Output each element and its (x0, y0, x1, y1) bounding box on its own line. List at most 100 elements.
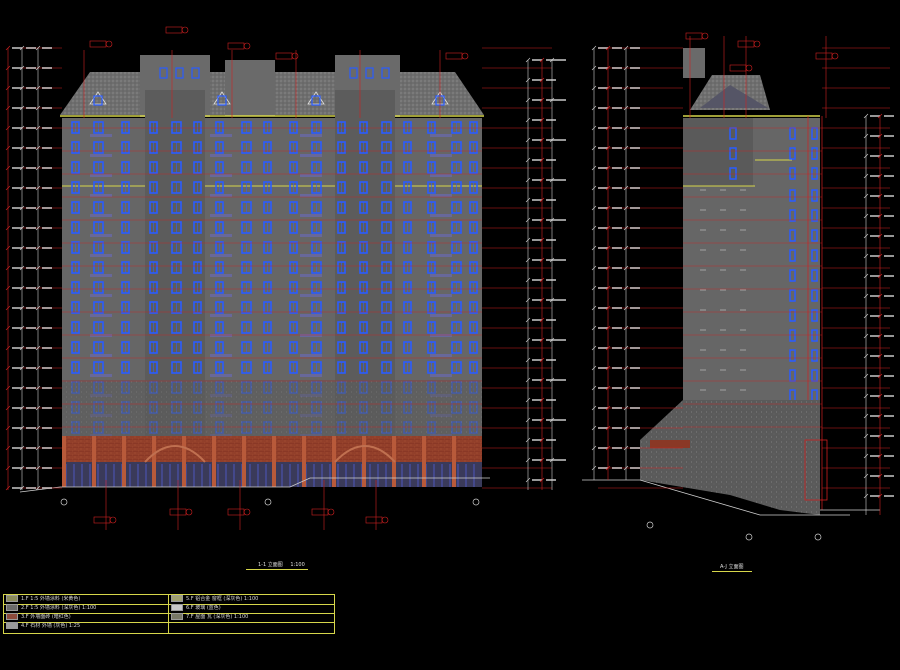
side-roof-tower (683, 48, 705, 78)
dimension-tick (35, 145, 41, 151)
dimension-text-stub (612, 107, 622, 109)
dimension-text-stub (26, 147, 36, 149)
dimension-tick (19, 445, 25, 451)
dimension-text-stub (42, 447, 52, 449)
dimension-text-stub (870, 495, 880, 497)
dimension-text-stub (612, 47, 622, 49)
dimension-tick (525, 137, 531, 143)
balcony-rail (300, 174, 322, 177)
dimension-tick (525, 417, 531, 423)
dimension-tick (591, 405, 597, 411)
dimension-text-stub (26, 187, 36, 189)
dimension-tick (5, 85, 11, 91)
dimension-text-stub (630, 247, 640, 249)
dimension-tick (591, 265, 597, 271)
dimension-tick (623, 165, 629, 171)
axis-bubble-side-3 (814, 533, 822, 541)
dimension-text-stub (12, 127, 22, 129)
side-window (811, 329, 818, 342)
dimension-tick (623, 345, 629, 351)
balcony-rail (210, 134, 232, 137)
balcony-rail (210, 354, 232, 357)
dimension-text-stub (598, 427, 608, 429)
dimension-tick (539, 277, 545, 283)
dimension-text-stub (532, 59, 542, 61)
dimension-tick (877, 273, 883, 279)
callout-bubble (381, 516, 389, 524)
dimension-text-stub (12, 87, 22, 89)
dimension-tick (5, 185, 11, 191)
dimension-text-stub (556, 99, 566, 101)
dimension-text-stub (630, 207, 640, 209)
dimension-tick (5, 465, 11, 471)
podium-pier (212, 436, 216, 487)
dimension-text-stub (532, 459, 542, 461)
dimension-tick (35, 465, 41, 471)
balcony-rail (430, 274, 452, 277)
dimension-text-stub (630, 467, 640, 469)
dimension-text-stub (630, 387, 640, 389)
tower-window (365, 67, 374, 79)
side-roof-gable (700, 85, 768, 108)
dimension-tick (863, 133, 869, 139)
balcony-rail (300, 274, 322, 277)
front-elevation (5, 26, 566, 530)
dimension-tick (5, 105, 11, 111)
dimension-tick (623, 205, 629, 211)
dimension-tick (539, 337, 545, 343)
balcony-rail (300, 214, 322, 217)
dimension-text-stub (556, 219, 566, 221)
dimension-text-stub (884, 295, 894, 297)
callout-bubble (105, 40, 113, 48)
dimension-tick (591, 465, 597, 471)
dimension-tick (605, 205, 611, 211)
balcony-rail (90, 314, 112, 317)
dimension-tick (605, 185, 611, 191)
dimension-text-stub (884, 455, 894, 457)
dimension-text-stub (26, 407, 36, 409)
dimension-text-stub (546, 59, 556, 61)
side-elevation (582, 32, 894, 541)
dimension-text-stub (870, 195, 880, 197)
dimension-tick (35, 225, 41, 231)
dimension-text-stub (612, 167, 622, 169)
dimension-text-stub (12, 147, 22, 149)
dimension-tick (591, 85, 597, 91)
balcony-rail (210, 334, 232, 337)
dimension-tick (549, 217, 555, 223)
dimension-tick (525, 217, 531, 223)
side-window (811, 269, 818, 282)
dimension-tick (877, 493, 883, 499)
legend-swatch (171, 595, 183, 602)
podium-pier (422, 436, 426, 487)
dimension-tick (623, 425, 629, 431)
dimension-tick (605, 425, 611, 431)
dimension-tick (605, 145, 611, 151)
dimension-tick (591, 305, 597, 311)
dimension-tick (539, 317, 545, 323)
dimension-tick (877, 193, 883, 199)
dimension-tick (605, 405, 611, 411)
dimension-tick (623, 305, 629, 311)
front-roof-tower-mid (225, 60, 275, 116)
dimension-text-stub (12, 467, 22, 469)
dimension-text-stub (42, 127, 52, 129)
dimension-text-stub (556, 139, 566, 141)
dimension-tick (863, 413, 869, 419)
podium-pier (272, 436, 276, 487)
dimension-tick (605, 285, 611, 291)
side-window (811, 349, 818, 362)
dimension-text-stub (612, 347, 622, 349)
dimension-text-stub (42, 307, 52, 309)
callout-tag (815, 52, 833, 60)
dimension-text-stub (630, 167, 640, 169)
dimension-tick (877, 313, 883, 319)
side-window (789, 249, 796, 262)
dimension-text-stub (26, 427, 36, 429)
front-caption-underline (246, 569, 308, 570)
dimension-tick (863, 473, 869, 479)
balcony-rail (210, 234, 232, 237)
dimension-text-stub (26, 327, 36, 329)
dimension-text-stub (12, 227, 22, 229)
balcony-rail (300, 254, 322, 257)
